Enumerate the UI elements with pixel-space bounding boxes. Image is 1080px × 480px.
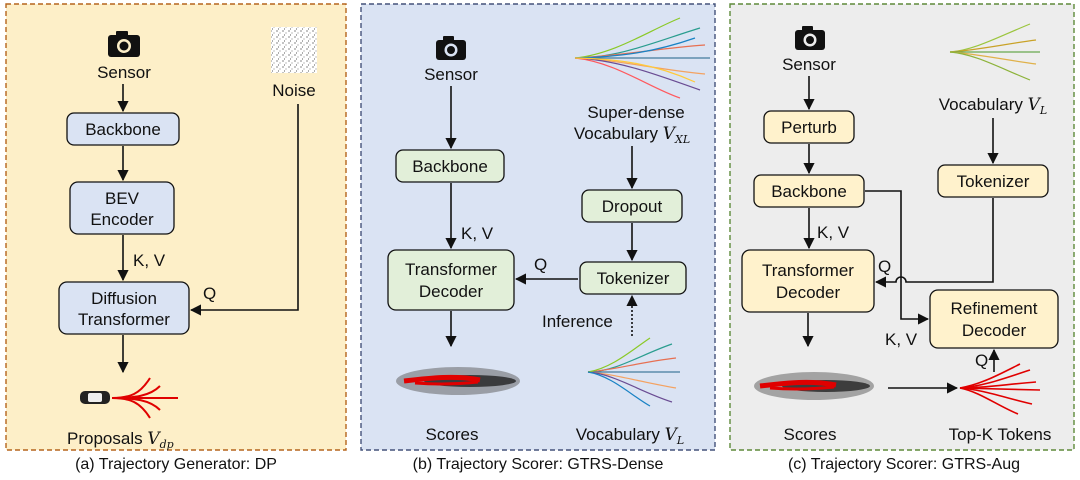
bev-encoder-label-1: BEV [105, 189, 140, 208]
transformer-decoder-box [387, 249, 515, 311]
sensor-label: Sensor [97, 63, 151, 82]
q2-label: Q [975, 351, 988, 370]
noise-label: Noise [272, 81, 315, 100]
kv-label: K, V [133, 251, 166, 270]
panel-a: Sensor Noise Backbone BEV Encoder Diffus… [5, 3, 347, 451]
panel-a-frame [5, 3, 347, 451]
arrow-tokenizer-decoder [874, 198, 994, 288]
q-label: Q [203, 284, 216, 303]
transformer-decoder-label-2: Decoder [776, 283, 841, 302]
arrow-backbone-refinement [865, 190, 930, 325]
transformer-decoder-label-1: Transformer [762, 261, 854, 280]
noise-icon [271, 27, 317, 73]
dropout-box [581, 189, 683, 223]
refinement-decoder-box [929, 289, 1059, 349]
tokenizer-box [937, 164, 1049, 198]
perturb-box [763, 110, 855, 144]
camera-icon [795, 26, 825, 50]
panel-c: Sensor Vocabulary VL Perturb Backbone To… [729, 3, 1075, 451]
tokenizer-box [579, 261, 687, 295]
caption-c: (c) Trajectory Scorer: GTRS-Aug [788, 456, 1020, 473]
caption-b: (b) Trajectory Scorer: GTRS-Dense [413, 456, 664, 473]
perturb-label: Perturb [781, 118, 837, 137]
proposals-label: Proposals Vdp [67, 429, 174, 451]
inference-label: Inference [542, 312, 613, 331]
vocabulary-fan-icon [574, 17, 710, 99]
diffusion-transformer-box [58, 281, 190, 335]
refinement-decoder-label-1: Refinement [951, 299, 1038, 318]
bev-encoder-box [69, 181, 175, 235]
refinement-decoder-label-2: Decoder [962, 321, 1027, 340]
sensor-label: Sensor [424, 65, 478, 84]
backbone-box [66, 112, 180, 146]
score-cloud-icon [396, 367, 520, 395]
scores-label: Scores [784, 425, 837, 444]
q-label: Q [878, 257, 891, 276]
score-cloud-icon [754, 372, 874, 400]
vocabulary-fan-icon [587, 337, 680, 407]
sensor-label: Sensor [782, 55, 836, 74]
arrow-noise-dit [189, 104, 299, 316]
vocabulary-label: Vocabulary VL [576, 425, 684, 447]
tokenizer-label: Tokenizer [597, 269, 670, 288]
backbone-label: Backbone [85, 120, 161, 139]
superdense-label-2: Vocabulary VXL [574, 124, 690, 146]
trajectory-fan-icon [959, 363, 1041, 415]
panel-b: Sensor Super-dense Vocabulary VXL Backbo… [360, 3, 716, 451]
transformer-decoder-box [741, 249, 875, 313]
diffusion-transformer-label-1: Diffusion [91, 289, 157, 308]
camera-icon [108, 31, 140, 57]
caption-a: (a) Trajectory Generator: DP [75, 456, 277, 473]
superdense-label-1: Super-dense [587, 103, 684, 122]
backbone-label: Backbone [771, 182, 847, 201]
camera-icon [436, 36, 466, 60]
backbone-box [753, 174, 865, 208]
backbone-label: Backbone [412, 157, 488, 176]
vocabulary-fan-icon [949, 23, 1040, 81]
scores-label: Scores [426, 425, 479, 444]
kv2-label: K, V [885, 330, 918, 349]
car-icon [80, 391, 110, 404]
dropout-label: Dropout [602, 197, 663, 216]
tokenizer-label: Tokenizer [957, 172, 1030, 191]
kv-label: K, V [817, 223, 850, 242]
transformer-decoder-label-2: Decoder [419, 282, 484, 301]
backbone-box [395, 149, 505, 183]
trajectory-fan-icon [111, 377, 178, 419]
vocabulary-label: Vocabulary VL [939, 95, 1047, 117]
transformer-decoder-label-1: Transformer [405, 260, 497, 279]
q-label: Q [534, 255, 547, 274]
topk-label: Top-K Tokens [949, 425, 1052, 444]
diffusion-transformer-label-2: Transformer [78, 310, 170, 329]
bev-encoder-label-2: Encoder [90, 210, 154, 229]
kv-label: K, V [461, 224, 494, 243]
